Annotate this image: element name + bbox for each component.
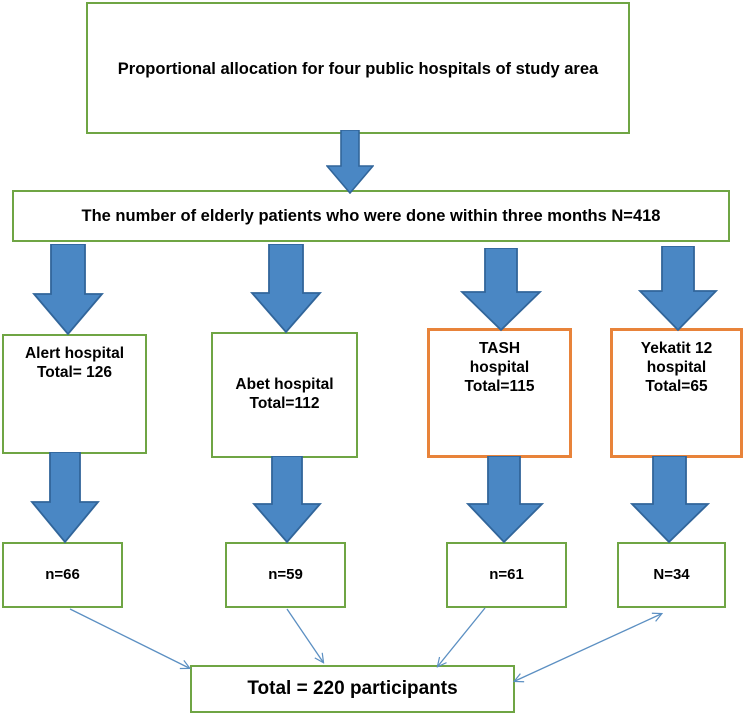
node-sample-abet-label: n=59 <box>268 565 303 583</box>
arrow-patients-to-yekatit <box>638 246 718 332</box>
node-sample-yekatit-label: N=34 <box>653 565 690 583</box>
node-hospital-tash-label: TASH hospital Total=115 <box>464 340 535 395</box>
node-sample-alert: n=66 <box>2 542 123 608</box>
node-total-participants: Total = 220 participants <box>190 665 515 713</box>
arrow-tash-to-sample <box>466 456 544 544</box>
node-sample-alert-label: n=66 <box>45 565 80 583</box>
node-sample-yekatit: N=34 <box>617 542 726 608</box>
connector-n1-to-total <box>69 608 189 668</box>
node-hospital-abet: Abet hospital Total=112 <box>211 332 358 458</box>
connectors-samples-to-total <box>69 607 744 720</box>
arrow-yekatit-to-sample <box>630 456 710 544</box>
node-hospital-tash: TASH hospital Total=115 <box>427 328 572 458</box>
node-sample-abet: n=59 <box>225 542 346 608</box>
node-hospital-abet-label: Abet hospital Total=112 <box>235 376 334 412</box>
node-hospital-yekatit-label: Yekatit 12 hospital Total=65 <box>640 340 713 395</box>
node-sample-tash-label: n=61 <box>489 565 524 583</box>
connector-n2-to-total <box>286 608 323 662</box>
node-hospital-yekatit: Yekatit 12 hospital Total=65 <box>610 328 743 458</box>
arrow-patients-to-abet <box>250 244 322 334</box>
node-sample-tash: n=61 <box>446 542 567 608</box>
node-patients-label: The number of elderly patients who were … <box>81 206 661 225</box>
arrow-patients-to-tash <box>460 248 542 332</box>
node-proportional-allocation: Proportional allocation for four public … <box>86 2 630 134</box>
arrow-alert-to-sample <box>30 452 100 544</box>
arrow-patients-to-alert <box>32 244 104 336</box>
node-elderly-patients-total: The number of elderly patients who were … <box>12 190 730 242</box>
connector-n3-to-total <box>438 607 486 666</box>
node-hospital-alert: Alert hospital Total= 126 <box>2 334 147 454</box>
node-allocation-label: Proportional allocation for four public … <box>117 59 599 78</box>
connector-n4-to-total <box>515 614 661 681</box>
node-hospital-alert-label: Alert hospital Total= 126 <box>24 345 125 381</box>
node-total-participants-label: Total = 220 participants <box>247 678 458 700</box>
arrow-allocation-to-patients <box>326 130 374 194</box>
arrow-abet-to-sample <box>252 456 322 544</box>
